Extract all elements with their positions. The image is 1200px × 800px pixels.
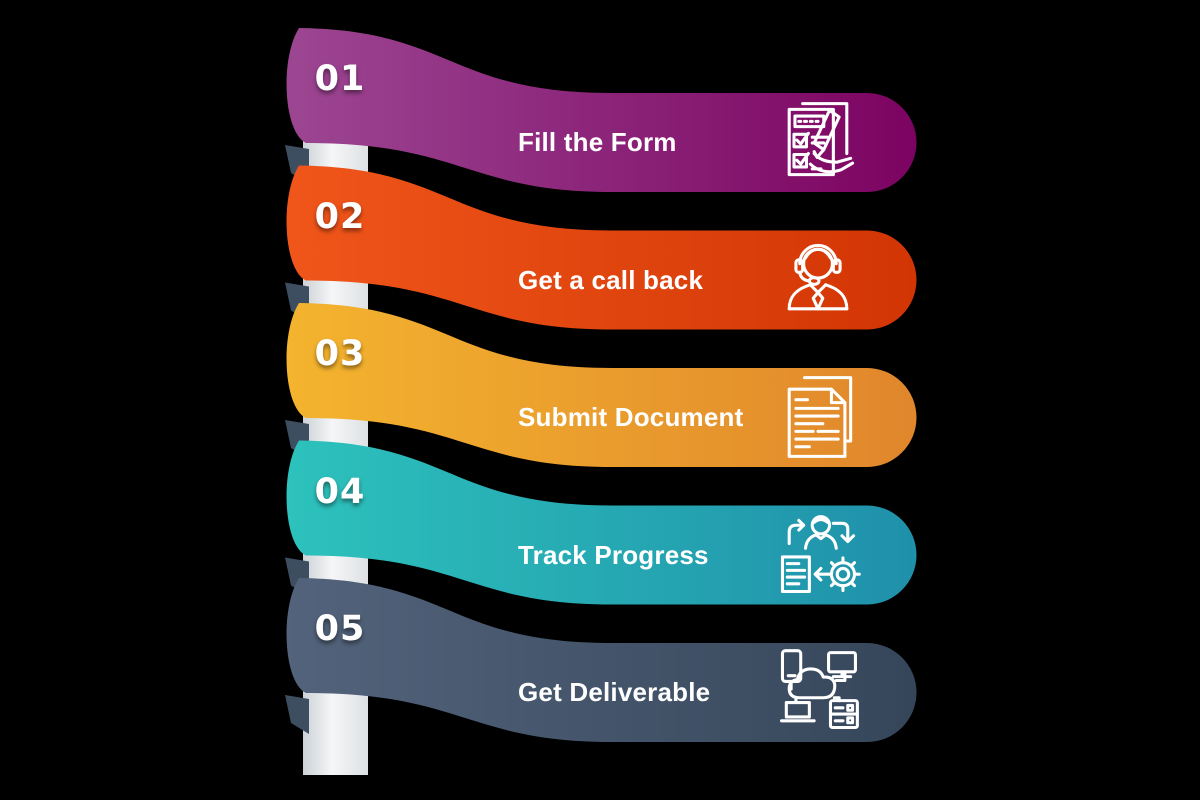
step-number-5: 05 bbox=[314, 609, 366, 649]
step-label-1: Fill the Form bbox=[518, 127, 677, 157]
cloud-network-devices-icon bbox=[770, 644, 866, 740]
step-label-4: Track Progress bbox=[518, 540, 709, 570]
form-checklist-pen-icon bbox=[770, 94, 866, 190]
step-number-4: 04 bbox=[314, 472, 366, 512]
step-label-2: Get a call back bbox=[518, 265, 704, 295]
ribbon-fold-shadow bbox=[285, 695, 309, 734]
step-label-5: Get Deliverable bbox=[518, 677, 711, 707]
step-number-3: 03 bbox=[314, 334, 366, 374]
documents-icon bbox=[770, 369, 866, 465]
step-number-1: 01 bbox=[314, 59, 366, 99]
support-agent-headset-icon bbox=[770, 232, 866, 328]
step-label-3: Submit Document bbox=[518, 402, 744, 432]
step-number-2: 02 bbox=[314, 197, 366, 237]
workflow-person-gear-document-icon bbox=[770, 507, 866, 603]
